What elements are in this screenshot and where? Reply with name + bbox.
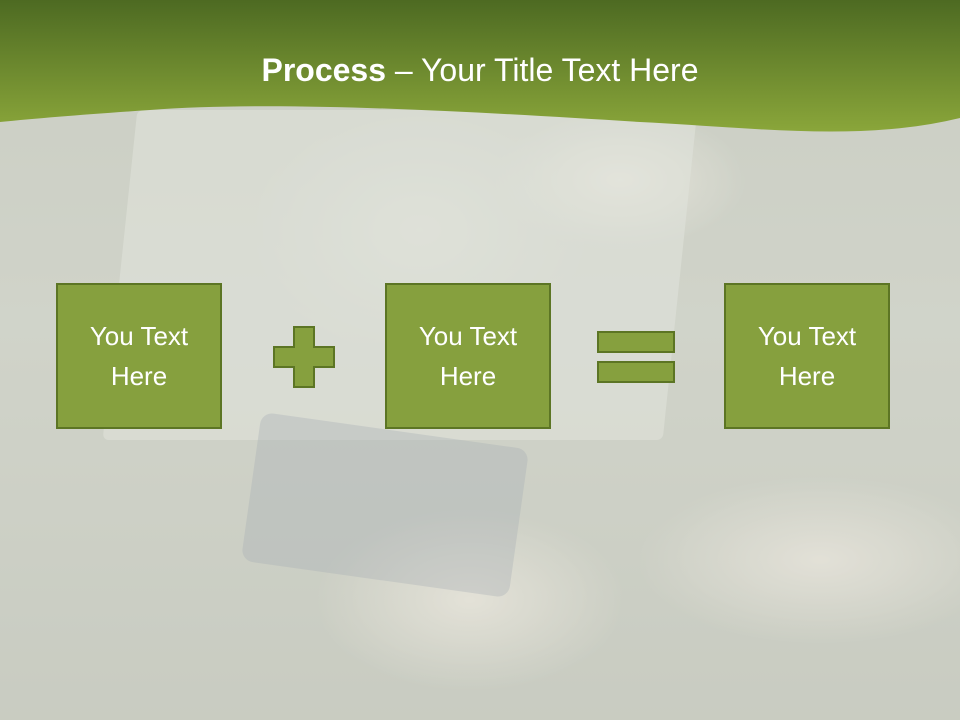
slide-title: Process – Your Title Text Here	[0, 52, 960, 89]
box-1-line-2: Here	[110, 361, 168, 391]
equals-icon	[597, 331, 675, 383]
box-3-line-2: Here	[778, 361, 836, 391]
box-3-line-1: You Text	[757, 321, 857, 351]
box-2-line-1: You Text	[418, 321, 518, 351]
box-1-line-1: You Text	[89, 321, 189, 351]
header-wave	[0, 0, 960, 132]
plus-icon	[273, 326, 335, 388]
header-banner: Process – Your Title Text Here	[0, 0, 960, 140]
box-2-line-2: Here	[439, 361, 497, 391]
title-rest: – Your Title Text Here	[386, 52, 699, 88]
title-bold: Process	[261, 52, 387, 88]
